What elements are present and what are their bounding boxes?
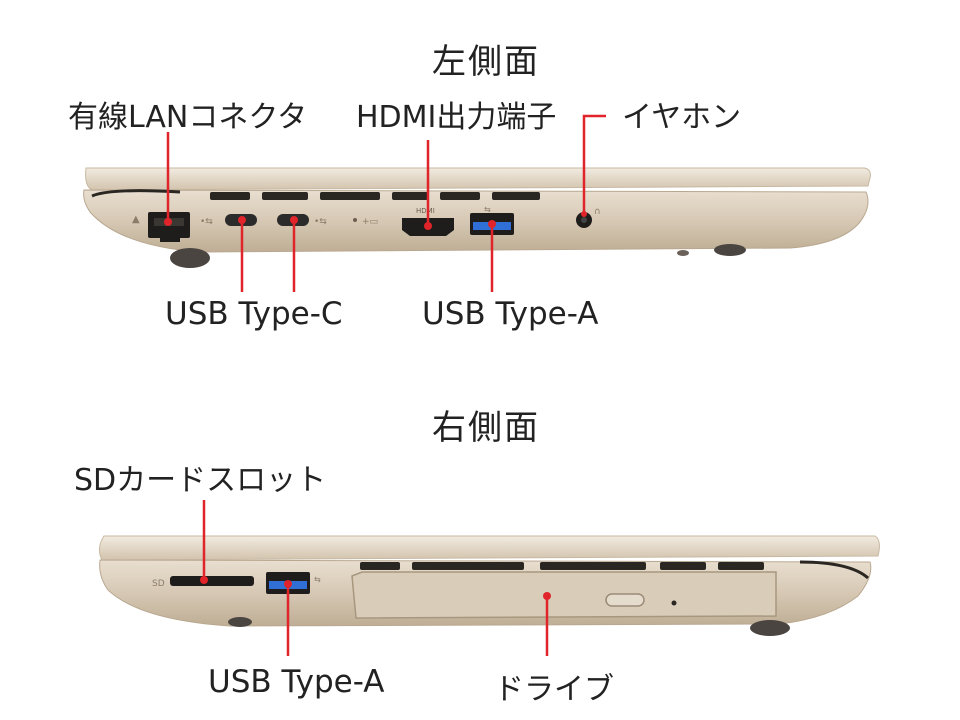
label-earphone-jack: イヤホン [622, 100, 742, 135]
svg-text:SD: SD [152, 579, 165, 589]
right-foot [750, 620, 790, 636]
left-foot-rear [714, 244, 746, 256]
drive-eject-button [605, 593, 645, 607]
label-hdmi-port: HDMI出力端子 [356, 100, 557, 135]
label-lan-connector: 有線LANコネクタ [68, 100, 308, 135]
svg-text:▲: ▲ [132, 214, 140, 225]
left-side-laptop: ▲ •⇆ •⇆ +▭ HDMI ⇆ ∩ [83, 167, 871, 268]
left-foot-front [170, 248, 210, 268]
svg-text:•⇆: •⇆ [200, 217, 213, 227]
svg-text:⇆: ⇆ [484, 205, 491, 214]
left-vents [210, 192, 540, 200]
earphone-jack [576, 212, 592, 228]
right-side-laptop: SD ⇆ [98, 535, 880, 636]
left-callout-dots [164, 211, 587, 230]
label-sd-card-slot: SDカードスロット [74, 463, 327, 498]
right-callout-dots [200, 576, 551, 600]
label-usb-type-c: USB Type-C [165, 296, 343, 332]
left-callout-lines [166, 114, 606, 292]
left-side-title: 左側面 [432, 42, 540, 82]
label-drive: ドライブ [494, 672, 614, 707]
svg-text:HDMI: HDMI [416, 207, 435, 215]
sd-card-slot [170, 576, 254, 586]
label-usb-type-a-right: USB Type-A [208, 664, 385, 700]
right-vents [360, 562, 764, 570]
svg-text:•⇆: •⇆ [314, 217, 327, 227]
label-usb-type-a-left: USB Type-A [422, 296, 599, 332]
optical-drive [351, 571, 777, 619]
right-callout-lines [202, 500, 549, 656]
svg-text:⇆: ⇆ [314, 575, 321, 584]
right-side-title: 右側面 [432, 408, 540, 448]
svg-text:∩: ∩ [594, 207, 601, 217]
svg-text:+▭: +▭ [362, 217, 378, 227]
